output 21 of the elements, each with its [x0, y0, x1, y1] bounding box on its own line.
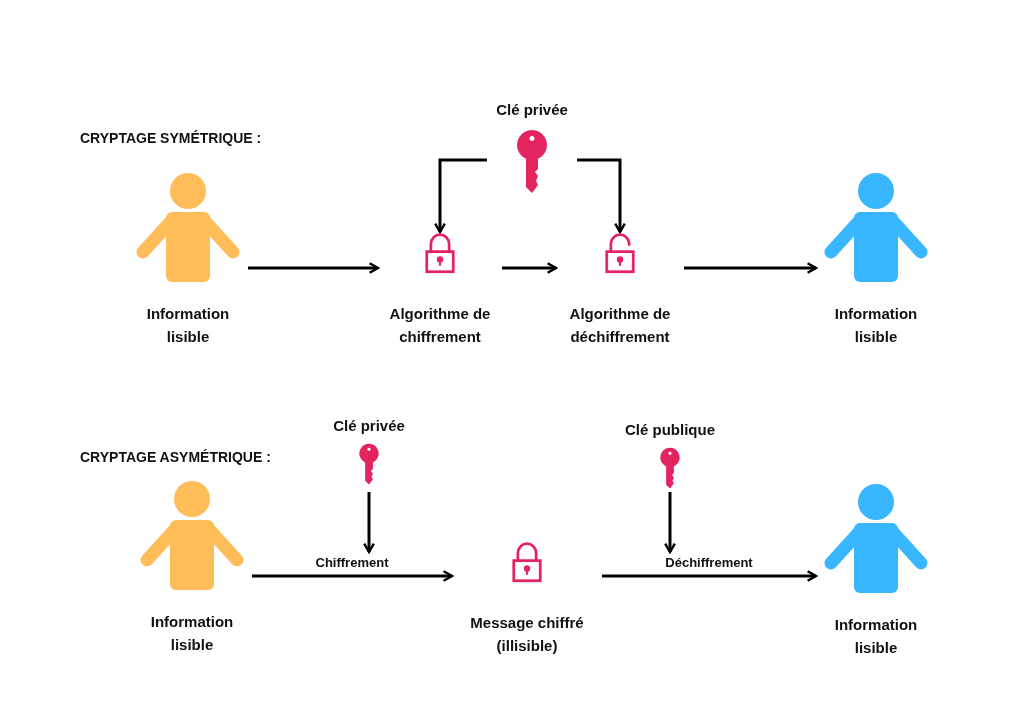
node-label: Information lisible: [149, 612, 235, 655]
arrow: [664, 492, 676, 554]
arrow: [248, 262, 380, 274]
arrow: [252, 570, 454, 582]
node-label: Clé privée: [496, 100, 568, 120]
node-label: Algorithme de déchiffrement: [568, 304, 672, 347]
section-heading: CRYPTAGE ASYMÉTRIQUE :: [80, 449, 271, 465]
arrow: [434, 158, 487, 234]
node-label: Information lisible: [145, 304, 231, 347]
section-heading: CRYPTAGE SYMÉTRIQUE :: [80, 130, 262, 146]
arrow: [502, 262, 558, 274]
arrow: [684, 262, 818, 274]
arrow: [602, 570, 818, 582]
arrow: [363, 492, 375, 554]
arrow: [577, 158, 626, 234]
node-label: Message chiffré (illisible): [469, 613, 585, 656]
node-label: Clé publique: [625, 420, 715, 440]
node-label: Information lisible: [833, 304, 919, 347]
node-label: Clé privée: [333, 416, 405, 436]
node-label: Algorithme de chiffrement: [388, 304, 492, 347]
node-label: Information lisible: [833, 615, 919, 658]
